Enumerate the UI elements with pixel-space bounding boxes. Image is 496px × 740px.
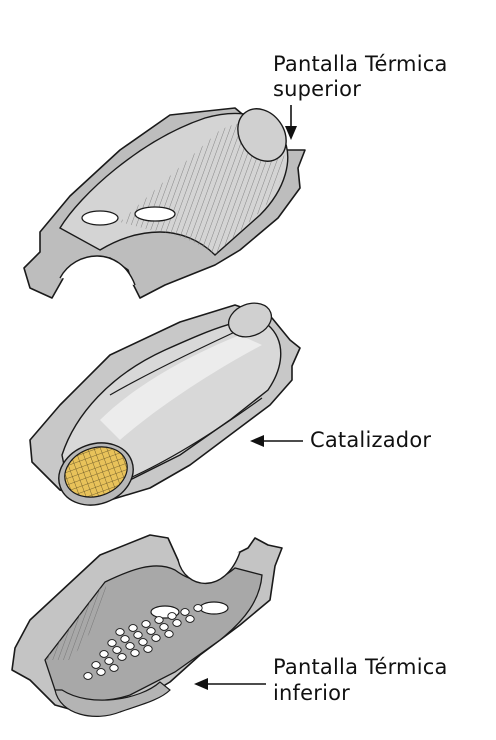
upper-shield-hole-1 [81,210,119,226]
perforation-hole [138,638,148,646]
perforation-hole [172,619,182,627]
leader-arrow-upper [285,105,297,140]
perforation-hole [128,624,138,632]
converter-seam-2 [129,397,263,479]
perforation-hole [130,649,140,657]
lower-shield-lobe [54,681,171,717]
upper-shield-arch [59,255,136,286]
perforation-hole [164,630,174,638]
perforation-hole [151,634,161,642]
lower-heat-shield [11,534,283,717]
perforation-hole [154,616,164,624]
perforation-hole [117,653,127,661]
leader-arrow-converter [250,435,303,447]
lower-shield-perforations [83,604,203,680]
perforation-hole [167,612,177,620]
catalyst-core [64,446,128,498]
upper-shield-end [237,108,287,162]
perforation-hole [104,657,114,665]
perforation-hole [185,615,195,623]
perforation-hole [125,642,135,650]
perforation-hole [107,639,117,647]
upper-heat-shield [23,107,306,299]
perforation-hole [115,628,125,636]
leader-arrow-lower [194,678,266,690]
perforation-hole [180,608,190,616]
perforation-hole [133,631,143,639]
perforation-hole [120,635,130,643]
perforation-hole [96,668,106,676]
upper-shield-label-line2: superior [273,77,362,101]
perforation-hole [193,604,203,612]
perforation-hole [159,623,169,631]
converter-highlight [100,335,262,440]
lower-shield-hole-2 [199,601,229,615]
perforation-hole [146,627,156,635]
lower-shield-arch [177,551,241,584]
perforation-hole [112,646,122,654]
perforation-hole [99,650,109,658]
catalytic-converter [29,302,301,506]
perforation-hole [91,661,101,669]
converter-outlet [227,302,273,338]
perforation-hole [143,645,153,653]
perforation-hole [83,672,93,680]
lower-shield-label-line2: inferior [273,681,351,705]
upper-shield-shading [120,122,285,255]
perforation-hole [109,664,119,672]
lower-shield-label-line1: Pantalla Térmica [273,655,448,679]
upper-shield-hole-2 [134,206,176,222]
upper-shield-label-line1: Pantalla Térmica [273,52,448,76]
converter-label: Catalizador [310,428,432,452]
lower-shield-wall [45,582,106,660]
perforation-hole [141,620,151,628]
